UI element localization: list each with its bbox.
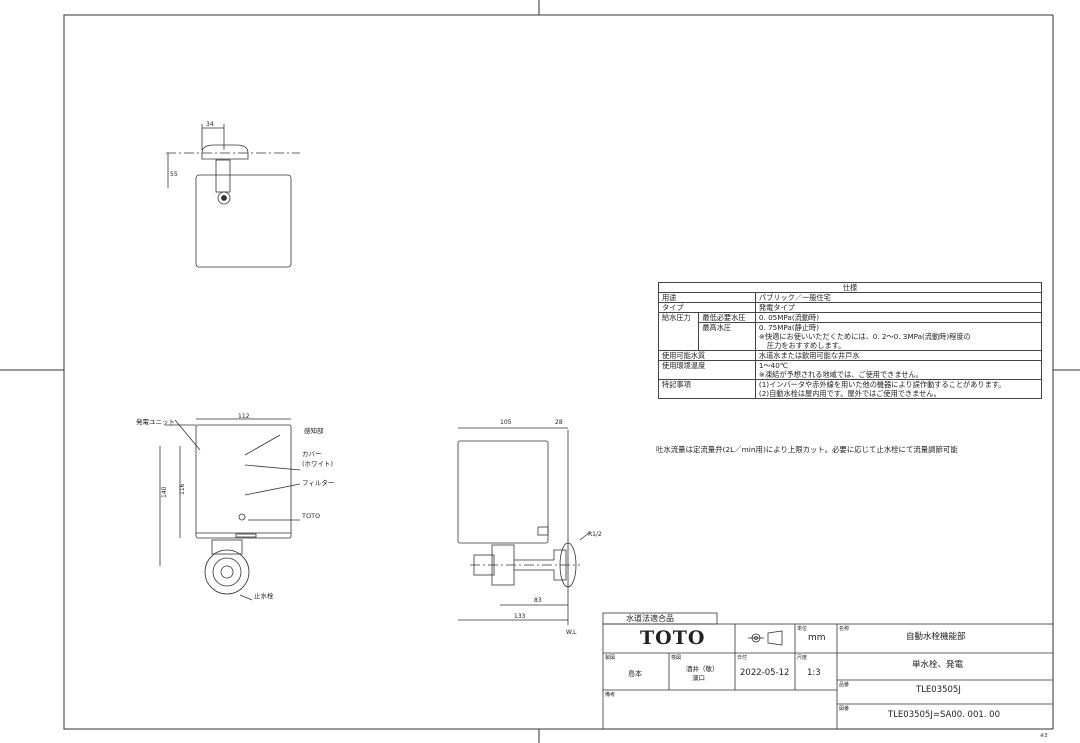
- spec-use-value: パブリック／一般住宅: [754, 292, 1043, 303]
- spec-use-label: 用途: [658, 292, 756, 303]
- standard-label: 水道法適合品: [626, 614, 674, 623]
- label-stop-valve: 止水栓: [254, 591, 274, 600]
- spec-env-label: 使用環境温度: [658, 360, 756, 380]
- subname-value: 単水栓、発電: [912, 660, 964, 670]
- label-white: (ホワイト): [302, 460, 333, 468]
- spec-special-2: (2)自動水栓は屋内用です。屋外ではご使用できません。: [758, 389, 941, 398]
- front-view: [159, 418, 301, 601]
- checked-value: 酒井（敬）: [686, 665, 719, 673]
- side-view: [457, 427, 591, 625]
- remarks-label: 備考: [605, 692, 616, 698]
- label-filter: フィルター: [302, 478, 334, 487]
- spec-header: 仕様: [658, 282, 1042, 293]
- projection-symbol: [748, 630, 783, 646]
- checked2-value: 濱口: [692, 674, 705, 682]
- label-wl: W.L: [566, 629, 577, 636]
- date-value: 2022-05-12: [740, 668, 790, 678]
- toto-logo: TOTO: [640, 627, 706, 649]
- model-label: 品番: [839, 682, 850, 688]
- dim-28: 28: [555, 419, 563, 426]
- title-block-frame: [602, 612, 1054, 730]
- dim-83: 83: [534, 597, 542, 604]
- label-cover: カバー: [302, 450, 322, 458]
- spec-type-label: タイプ: [658, 302, 756, 313]
- top-view: [166, 124, 300, 268]
- page-mark: ※3: [1040, 733, 1048, 739]
- dim-55: 55: [170, 171, 178, 178]
- drawing-no-label: 図番: [839, 706, 850, 712]
- dim-105: 105: [500, 419, 512, 426]
- spec-min-value: 0. 05MPa(流動時): [754, 312, 1043, 323]
- spec-special-label: 特記事項: [658, 379, 756, 399]
- dim-133: 133: [514, 613, 526, 620]
- unit-label: 単位: [797, 626, 808, 632]
- drawing-no-value: TLE03505J=SA00. 001. 00: [888, 710, 1000, 720]
- name-value: 自動水栓機能部: [906, 632, 966, 642]
- spec-env-note: ※凍結が予想される地域では、ご使用できません。: [758, 370, 923, 379]
- spec-pressure-label: 給水圧力: [657, 312, 700, 351]
- spec-min-label: 最低必要水圧: [698, 312, 756, 323]
- unit-value: mm: [808, 633, 826, 643]
- label-sensor: 感知部: [304, 426, 324, 435]
- label-r12: R1/2: [588, 531, 602, 538]
- spec-special-1: (1)インバータや赤外線を用いた他の機器により誤作動することがあります。: [758, 380, 1006, 389]
- date-label: 日付: [737, 655, 748, 661]
- dim-140: 140: [161, 486, 168, 498]
- label-generator: 発電ユニット: [136, 417, 175, 426]
- scale-label: 尺度: [797, 655, 808, 661]
- drawn-label: 製図: [605, 655, 616, 661]
- spec-water-label: 使用可能水質: [658, 350, 756, 361]
- spec-note: 吐水流量は定流量弁(2L／min用)により上限カット。必要に応じて止水栓にて流量…: [656, 445, 958, 454]
- spec-water-value: 水道水または飲用可能な井戸水: [754, 350, 1043, 361]
- label-toto: TOTO: [301, 512, 320, 520]
- spec-max-value: 0. 75MPa(静止時): [758, 323, 819, 332]
- model-value: TLE03505J: [916, 685, 961, 695]
- checked-label: 検図: [671, 655, 682, 661]
- dim-112: 112: [238, 413, 250, 420]
- spec-max-note2: 圧力をおすすめします。: [766, 341, 846, 350]
- spec-type-value: 発電タイプ: [754, 302, 1043, 313]
- spec-max-label: 最高水圧: [698, 322, 756, 351]
- spec-max-note1: ※快適にお使いいただくためには、0. 2～0. 3MPa(流動時)程度の: [758, 332, 971, 341]
- drawn-value: 島本: [628, 670, 642, 678]
- spec-env-value: 1～40℃: [758, 361, 788, 370]
- scale-value: 1:3: [807, 668, 821, 678]
- dim-116: 116: [179, 483, 186, 495]
- name-label: 名称: [839, 626, 850, 632]
- dim-34: 34: [206, 121, 214, 128]
